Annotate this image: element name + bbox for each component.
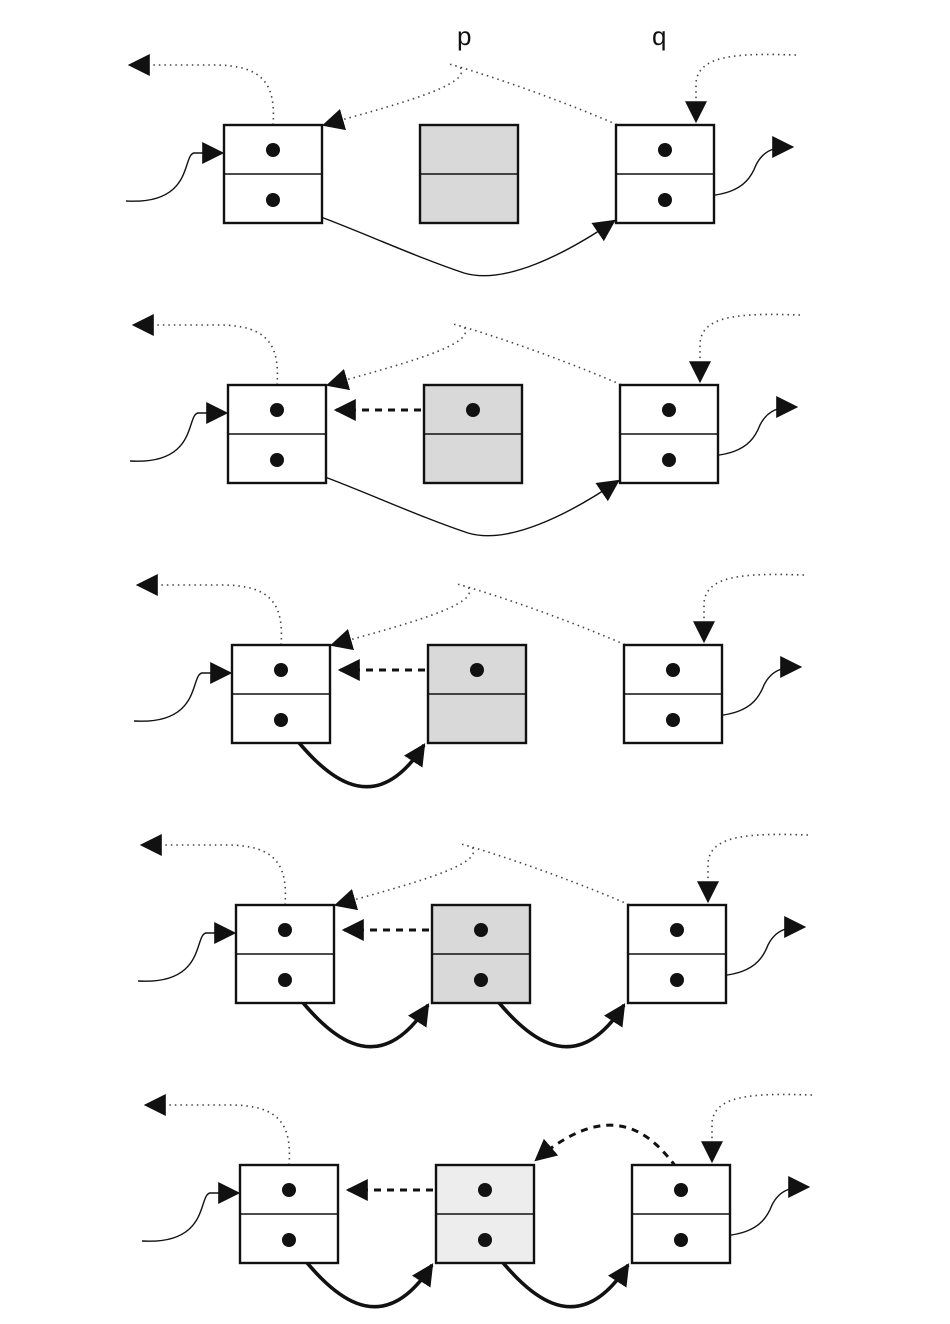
prev-node-prev-link xyxy=(143,1094,291,1166)
prev-node-prev-pointer-dot xyxy=(278,923,292,937)
next-node-prev-pointer-dot xyxy=(670,923,684,937)
next-node-prev-pointer-dot xyxy=(666,663,680,677)
prev-node-prev-pointer-dot xyxy=(282,1183,296,1197)
next-node-prev-to-prev-node xyxy=(333,843,675,926)
next-node-next-pointer-dot xyxy=(662,453,676,467)
next-node-next-pointer-dot xyxy=(666,713,680,727)
incoming-next-link xyxy=(141,1182,241,1242)
next-node-next-pointer-dot xyxy=(670,973,684,987)
prev-node-next-to-next-node xyxy=(276,459,620,537)
new-node-next-pointer-dot xyxy=(478,1233,492,1247)
new-node-prev-pointer-dot xyxy=(474,923,488,937)
prev-node-next-pointer-dot xyxy=(274,713,288,727)
prev-node-next-pointer-dot xyxy=(278,973,292,987)
next-node-next-pointer-dot xyxy=(658,193,672,207)
prev-node-prev-link xyxy=(131,314,279,386)
prev-node-next-pointer-dot xyxy=(266,193,280,207)
prev-node-prev-link xyxy=(139,834,287,906)
next-node-prev-to-prev-node xyxy=(325,323,667,406)
prev-node-next-pointer-dot xyxy=(282,1233,296,1247)
label-p: p xyxy=(457,21,471,51)
prev-node-prev-pointer-dot xyxy=(270,403,284,417)
step-4 xyxy=(137,833,809,1049)
step-5 xyxy=(141,1093,813,1309)
prev-node-prev-link xyxy=(127,54,275,126)
incoming-next-link xyxy=(129,402,229,462)
step-2 xyxy=(129,313,801,537)
incoming-prev-link xyxy=(685,53,797,124)
next-node-prev-pointer-dot xyxy=(674,1183,688,1197)
prev-node-prev-pointer-dot xyxy=(274,663,288,677)
incoming-next-link xyxy=(133,662,233,722)
new-node-prev-pointer-dot xyxy=(470,663,484,677)
prev-node-prev-pointer-dot xyxy=(266,143,280,157)
next-node-prev-pointer-dot xyxy=(658,143,672,157)
steps-layer xyxy=(125,53,813,1309)
new-node-prev-pointer-dot xyxy=(466,403,480,417)
step-1 xyxy=(125,53,797,277)
label-q: q xyxy=(652,21,666,51)
prev-node-next-pointer-dot xyxy=(270,453,284,467)
next-node-prev-to-prev-node xyxy=(329,583,671,666)
prev-node-next-to-next-node xyxy=(272,199,616,277)
incoming-next-link xyxy=(125,142,225,202)
step-3 xyxy=(133,573,805,789)
new-node-prev-pointer-dot xyxy=(478,1183,492,1197)
next-node-prev-to-new-node xyxy=(534,1123,678,1168)
incoming-prev-link xyxy=(693,573,805,644)
incoming-prev-link xyxy=(697,833,809,904)
incoming-prev-link xyxy=(689,313,801,384)
incoming-prev-link xyxy=(701,1093,813,1164)
next-node-prev-to-prev-node xyxy=(321,63,663,146)
prev-node-prev-link xyxy=(135,574,283,646)
next-node-prev-pointer-dot xyxy=(662,403,676,417)
next-node-next-pointer-dot xyxy=(674,1233,688,1247)
incoming-next-link xyxy=(137,922,237,982)
new-node-next-pointer-dot xyxy=(474,973,488,987)
